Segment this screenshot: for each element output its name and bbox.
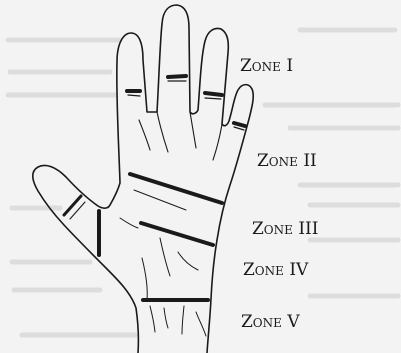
- zone-ii-line: [130, 174, 222, 203]
- zone-ii-label: Zone II: [257, 153, 317, 170]
- zone-i-label: Zone I: [240, 58, 293, 75]
- thumb-creases: [64, 196, 99, 255]
- background-print: [8, 30, 398, 335]
- zone-v-label: Zone V: [241, 314, 300, 331]
- zone-iii-line: [141, 223, 213, 245]
- wrist-tendon-details: [150, 306, 206, 336]
- zone-iii-label: Zone III: [252, 221, 318, 238]
- palm-detail-lines: [120, 190, 198, 300]
- zone-iv-label: Zone IV: [243, 262, 308, 279]
- knuckle-details: [139, 112, 222, 160]
